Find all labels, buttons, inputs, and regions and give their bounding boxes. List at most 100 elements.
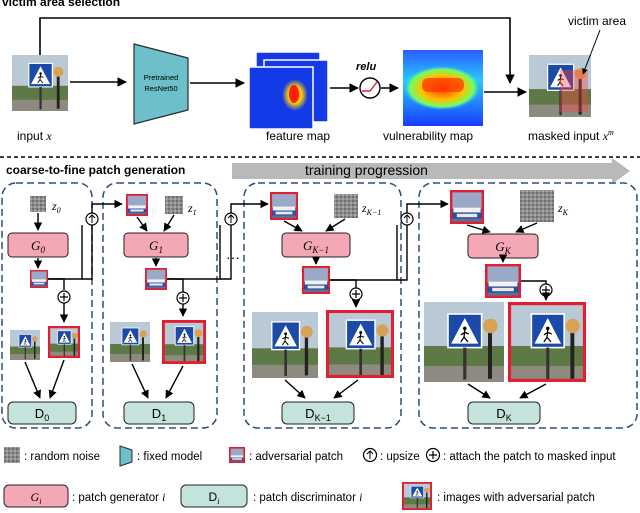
legend-model-swatch	[119, 445, 133, 467]
arrow-p1-g1	[136, 216, 148, 232]
legend-images-swatch	[402, 482, 432, 510]
arrow-pimg1-d1	[165, 365, 184, 399]
legend-patch: : adversarial patch	[249, 451, 343, 463]
legend-noise-swatch	[4, 447, 20, 463]
line-upsize-0	[82, 225, 93, 280]
upsize-icon-0	[88, 214, 96, 223]
noise-zk-1	[334, 194, 358, 218]
stage-box-1	[102, 182, 218, 429]
masked-label: masked input xm	[528, 128, 614, 143]
generator-g0	[7, 232, 69, 258]
arrow-upsizek1-stagek	[406, 199, 449, 213]
relu-node	[359, 77, 381, 99]
upsize-icon-1	[227, 214, 235, 223]
top-section: victim area selection input x Pretrained…	[2, 0, 626, 143]
legend-upsize: : upsize	[380, 451, 420, 463]
legend-disc: : patch discriminator i	[253, 492, 362, 504]
line-upsize-1	[220, 225, 232, 280]
patch-k	[485, 264, 521, 298]
line-patch0-plus	[48, 278, 65, 290]
stage-box-k	[418, 182, 638, 429]
line-patchk1-plus	[330, 279, 357, 288]
input-image	[12, 55, 68, 111]
stage-box-0	[1, 182, 93, 429]
patched-image-1	[162, 320, 206, 364]
patch-in-k	[450, 190, 484, 224]
stage-box-k-1	[243, 182, 402, 429]
legend-fixed: : fixed model	[137, 451, 202, 463]
legend-gen-symbol: Gi	[31, 490, 42, 506]
generator-g1	[123, 232, 189, 258]
line-upsize-k-1	[397, 225, 408, 281]
arrow-upsize0-stage1	[91, 199, 123, 213]
patch-in-1	[126, 194, 148, 216]
real-image-1	[110, 322, 150, 362]
victim-area-title: victim area selection	[2, 0, 120, 9]
training-progression-arrow	[232, 158, 630, 184]
arrow-pimg0-d0	[48, 359, 65, 399]
plus-icon-k-1	[352, 290, 360, 298]
victim-area-pointer	[582, 29, 601, 75]
discriminator-dk	[467, 401, 541, 425]
arrow-zk-gk	[515, 222, 538, 233]
real-image-0	[10, 330, 40, 360]
plus-icon-1	[179, 294, 187, 302]
bottom-section: coarse-to-fine patch generation training…	[1, 158, 638, 429]
legend-plus	[429, 451, 437, 459]
arrow-pimgk1-dk1	[333, 379, 359, 399]
arrow-img1-d1	[131, 363, 149, 399]
legend-gen: : patch generator i	[72, 492, 165, 504]
relu-icon	[362, 81, 378, 92]
legend-discriminator-swatch	[180, 484, 248, 508]
patch-0	[30, 270, 48, 288]
discriminator-d0	[7, 401, 77, 425]
plus-icon-0	[60, 293, 68, 301]
input-label: input x	[17, 129, 52, 143]
resnet-model	[133, 43, 189, 125]
line-patchk-plus	[521, 280, 547, 284]
patched-image-k	[508, 302, 586, 382]
vulnerability-map	[403, 50, 483, 126]
upsize-icon-k-1	[403, 214, 411, 223]
patch-generation-title: coarse-to-fine patch generation	[6, 163, 185, 177]
legend-images: : images with adversarial patch	[437, 492, 595, 504]
vuln-label: vulnerability map	[383, 129, 473, 143]
arrow-img0-d0	[24, 361, 41, 399]
gk-label: GK	[495, 239, 511, 256]
zk-label: zK	[557, 201, 569, 217]
victim-area-highlight	[560, 70, 588, 112]
ellipsis: ···	[226, 249, 240, 265]
patched-image-0	[48, 326, 80, 358]
feature-map-stack	[248, 51, 329, 130]
arrow-z1-g1	[163, 214, 175, 232]
legend-disc-symbol: Di	[209, 490, 220, 506]
model-label-1: Pretrained	[144, 73, 179, 82]
skip-arrow	[39, 17, 515, 84]
legend-upsize-arrow	[366, 450, 374, 459]
real-image-k-1	[252, 312, 318, 378]
arrow-imgk1-dk1	[284, 379, 306, 399]
d1-label: D1	[152, 406, 166, 423]
dk-label: DK	[496, 406, 511, 423]
victim-area-label: victim area	[568, 14, 626, 28]
arrow-pimgk-dk	[519, 383, 547, 399]
arrow-upsize1-stagek1	[230, 199, 269, 213]
feature-label: feature map	[266, 129, 330, 143]
real-image-k	[424, 302, 504, 382]
patch-k-1	[302, 266, 330, 294]
arrow-imgk-dk	[467, 383, 491, 399]
model-label-2: ResNet50	[144, 84, 177, 93]
patch-in-k-1	[270, 192, 298, 220]
relu-label: relu	[356, 61, 376, 73]
legend-generator-swatch	[3, 484, 69, 508]
noise-z0	[30, 196, 46, 212]
d0-label: D0	[35, 406, 49, 423]
zk-1-label: zK−1	[361, 201, 381, 217]
discriminator-d1	[123, 401, 195, 425]
arrow-pk-gk	[466, 224, 491, 234]
discriminator-dk-1	[281, 401, 355, 425]
z1-label: z1	[187, 201, 197, 217]
z0-label: z0	[51, 199, 61, 215]
patched-image-k-1	[326, 310, 394, 378]
g0-label: G0	[31, 238, 45, 255]
